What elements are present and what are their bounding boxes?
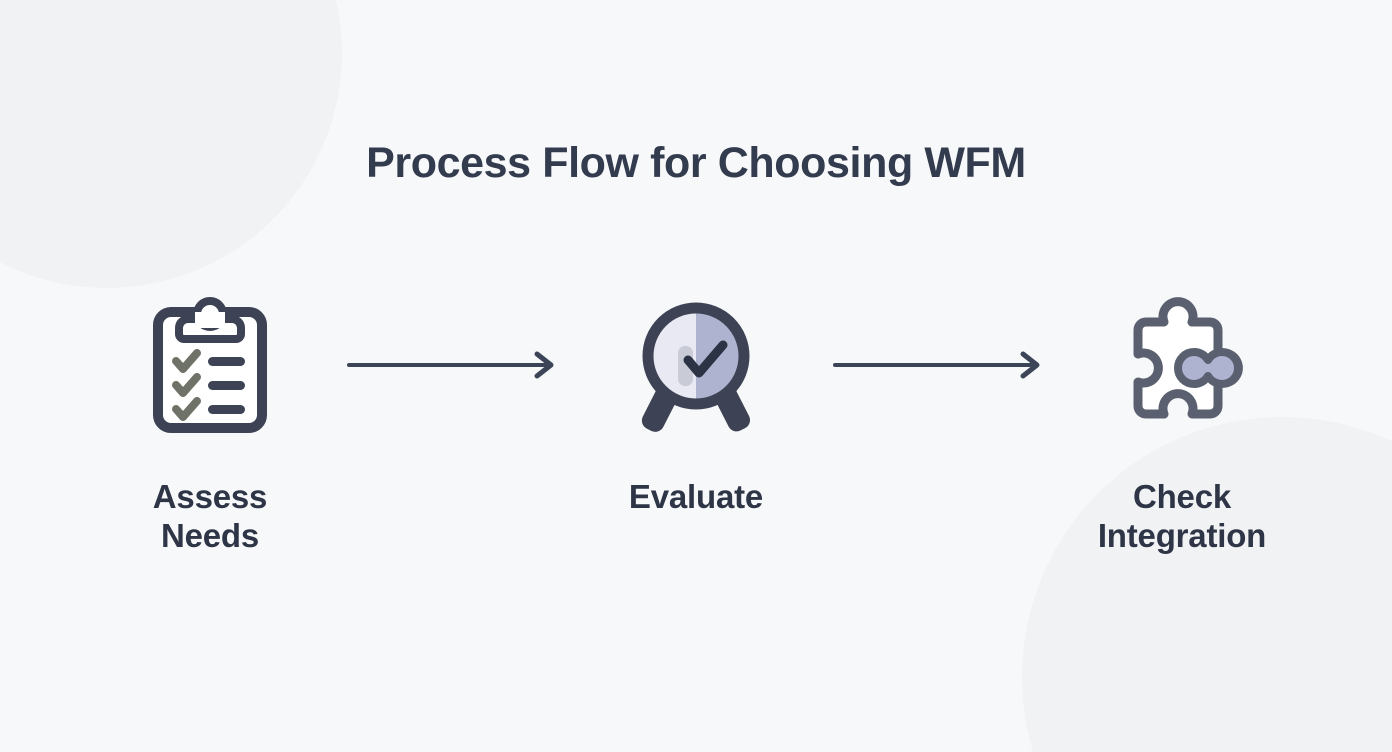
flow-step-assess-needs[interactable]: Assess Needs <box>76 290 344 556</box>
label-line-1: Evaluate <box>628 478 764 515</box>
arrow-right-icon <box>347 351 554 379</box>
label-line-2: Needs <box>160 516 260 554</box>
magnifier-chart-check-icon <box>626 290 766 440</box>
flow-connector-2 <box>830 290 1048 440</box>
label-line-2: Integration <box>1097 516 1267 554</box>
flow-step-label-assess-needs: Assess Needs <box>152 478 268 556</box>
flow-step-check-integration[interactable]: Check Integration <box>1048 290 1316 556</box>
flow-connector-1 <box>344 290 562 440</box>
page-title: Process Flow for Choosing WFM <box>366 139 1026 187</box>
clipboard-checklist-icon <box>150 290 270 440</box>
arrow-right-icon <box>833 351 1040 379</box>
label-line-1: Check <box>1132 478 1232 515</box>
label-line-1: Assess <box>152 478 268 515</box>
flow-step-label-evaluate: Evaluate <box>629 478 763 517</box>
process-flow-diagram: Assess Needs <box>0 290 1392 556</box>
flow-step-evaluate[interactable]: Evaluate <box>562 290 830 517</box>
flow-step-label-check-integration: Check Integration <box>1098 478 1266 556</box>
puzzle-piece-icon <box>1114 290 1250 440</box>
